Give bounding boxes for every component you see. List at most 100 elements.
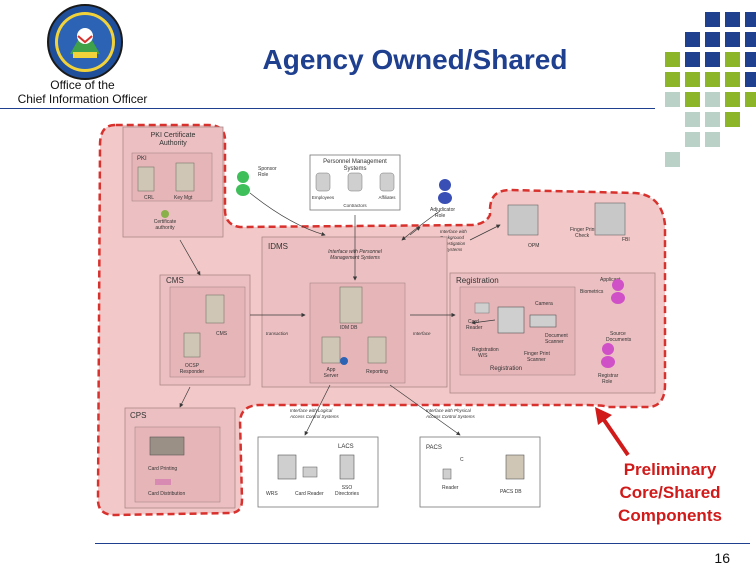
reporting-server-icon [367,336,387,364]
pki-sub-label: PKI [137,156,147,162]
crl-server-icon [137,166,155,192]
app-server-label-2: Server [324,373,339,379]
grid-square [725,72,740,87]
interface-label: Interface [413,331,431,336]
cert-authority-icon [161,210,169,218]
cert-authority-label-2: authority [155,225,175,231]
reg-inner-label: Registration [490,366,522,372]
source-docs-label-2: Documents [606,337,632,343]
applicant-label: Applicant [600,277,621,283]
idms-iface-1: Interface with Personnel [328,249,383,255]
grid-square [725,32,740,47]
page-number: 16 [714,550,730,566]
grid-square [725,92,740,107]
cms-title: CMS [166,276,184,285]
grid-square [685,92,700,107]
grid-square [745,32,756,47]
reg-ws-label-2: W/S [478,353,488,359]
document-scanner-label-1: Document [545,333,568,339]
fp-scanner-label-2: Scanner [527,357,546,363]
header-rule [0,108,655,109]
grid-square [725,12,740,27]
lacs-card-reader-icon [302,466,318,478]
lacs-title: LACS [338,444,354,450]
wrs-label: WRS [266,491,278,497]
idm-db-server-icon [339,286,363,324]
office-label: Office of the Chief Information Officer [0,78,165,106]
card-distribution-label: Card Distribution [148,491,185,497]
affiliates-db-icon [379,172,395,192]
doe-seal-icon [47,4,123,80]
grid-square [665,152,680,167]
globe-icon [340,357,348,365]
adjudicator-label-1: Adjudicator [430,207,455,213]
registrar-label-1: Registrar [598,373,619,379]
grid-square [685,112,700,127]
reg-ws-label-1: Registration [472,347,499,353]
key-mgt-server-icon [175,162,195,192]
grid-square [685,52,700,67]
sponsor-label-1: Sponsor [258,166,277,172]
office-line-2: Chief Information Officer [17,92,148,106]
grid-square [685,32,700,47]
cms-label: CMS [216,331,228,337]
grid-square [745,12,756,27]
pacs-title: PACS [426,445,442,451]
pacs-reader-icon [442,468,452,480]
grid-square [705,52,720,67]
grid-square [725,52,740,67]
wrs-workstation-icon [277,454,297,480]
connector-arrows [179,192,501,436]
grid-square [665,92,680,107]
grid-square [685,72,700,87]
sso-label-1: SSO [342,485,353,491]
opm-server-icon [507,204,539,236]
employees-db-icon [315,172,331,192]
biometrics-label: Biometrics [580,289,604,295]
contractors-label: Contractors [343,203,367,208]
adjudicator-label-2: Role [435,213,446,219]
slide-title: Agency Owned/Shared [262,44,568,75]
pki-title-2: Authority [159,140,187,147]
lacs-card-reader-label: Card Reader [295,491,324,497]
bg-iface-2: Background [440,235,465,240]
preliminary-annotation: Preliminary Core/Shared Components [590,458,750,527]
cms-server-icon [205,294,225,324]
pacs-reader-label: Reader [442,485,459,491]
grid-square [665,72,680,87]
registration-title: Registration [456,276,499,285]
ocsp-label-1: OCSP [185,363,200,369]
card-distribution-icon [155,479,171,485]
sponsor-label-2: Role [258,172,269,178]
adjudicator-icon [439,179,451,191]
opm-label: OPM [528,243,539,249]
app-server-icon [321,336,341,364]
bg-iface-3: Investigation [440,241,466,246]
grid-square [705,12,720,27]
grid-square [705,112,720,127]
bg-iface-4: Systems [445,247,463,252]
transaction-label: transaction [266,331,289,336]
pacs-db-label: PACS DB [500,489,522,495]
applicant-icon [612,279,624,291]
square-grid [655,8,756,168]
annotation-line-1: Preliminary [623,460,717,479]
fingerprint-check-2: Check [575,233,590,239]
registrar-label-2: Role [602,379,613,385]
logical-iface-1: Interface with Logical [290,408,333,413]
annotation-line-3: Components [618,506,722,525]
annotation-line-2: Core/Shared [619,483,721,502]
key-mgt-label: Key Mgt [174,195,193,201]
pacs-c-label: C [460,457,464,463]
architecture-diagram: PKI Certificate Authority PKI CRL Key Mg… [96,123,667,517]
fbi-label: FBI [622,237,630,243]
grid-square [665,52,680,67]
card-reader-icon [474,302,490,314]
idms-title: IDMS [268,242,288,251]
grid-square [705,92,720,107]
employees-label: Employees [312,195,335,200]
office-line-1: Office of the [50,78,115,92]
document-scanner-label-2: Scanner [545,339,564,345]
cps-title: CPS [130,411,146,420]
grid-square [725,112,740,127]
